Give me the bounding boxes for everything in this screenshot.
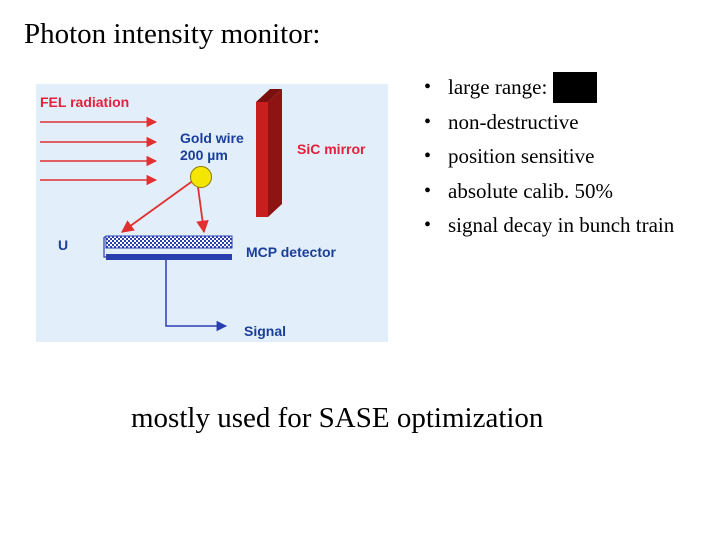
bullet-dot: •	[424, 145, 432, 167]
bullet-dot: •	[424, 76, 432, 98]
gold-wire-size-label: 200 µm	[180, 147, 228, 163]
diagram-background	[36, 84, 388, 342]
bullet-absolute-calib: • absolute calib. 50%	[424, 174, 674, 209]
sic-mirror-label: SiC mirror	[297, 141, 366, 157]
scatter-arrow-down	[196, 186, 209, 234]
bullet-text: position sensitive	[448, 144, 595, 168]
slide-title: Photon intensity monitor:	[24, 18, 321, 50]
voltage-u-label: U	[58, 237, 68, 253]
bullet-text: signal decay in bunch train	[448, 213, 675, 237]
gold-wire-label: Gold wire	[180, 130, 244, 146]
signal-label: Signal	[244, 323, 286, 339]
bullet-dot: •	[424, 110, 432, 133]
bullet-non-destructive: • non-destructive	[424, 105, 674, 140]
bullet-text: absolute calib. 50%	[448, 178, 614, 203]
fel-radiation-label: FEL radiation	[40, 94, 129, 110]
feature-list: • large range: • non-destructive • posit…	[424, 70, 674, 243]
redacted-value-box	[553, 71, 598, 103]
mcp-anode	[106, 254, 232, 260]
slide-footer: mostly used for SASE optimization	[131, 402, 544, 434]
signal-arrow	[165, 260, 228, 332]
bullet-dot: •	[424, 179, 432, 202]
mcp-plate	[105, 235, 233, 249]
bullet-position-sensitive: • position sensitive	[424, 139, 674, 174]
mcp-detector-label: MCP detector	[246, 244, 337, 260]
bullet-dot: •	[424, 214, 432, 236]
scatter-arrow-left	[120, 179, 195, 233]
sic-mirror	[256, 89, 282, 217]
bullet-signal-decay: • signal decay in bunch train	[424, 208, 674, 243]
fel-radiation-arrows	[40, 116, 158, 186]
bullet-text: large range:	[448, 75, 548, 99]
bullet-large-range: • large range:	[424, 70, 674, 105]
gold-wire-icon	[190, 166, 212, 188]
bullet-text: non-destructive	[448, 109, 579, 134]
photon-monitor-diagram: FEL radiation Gold wire 200 µm SiC mirro…	[36, 84, 388, 342]
